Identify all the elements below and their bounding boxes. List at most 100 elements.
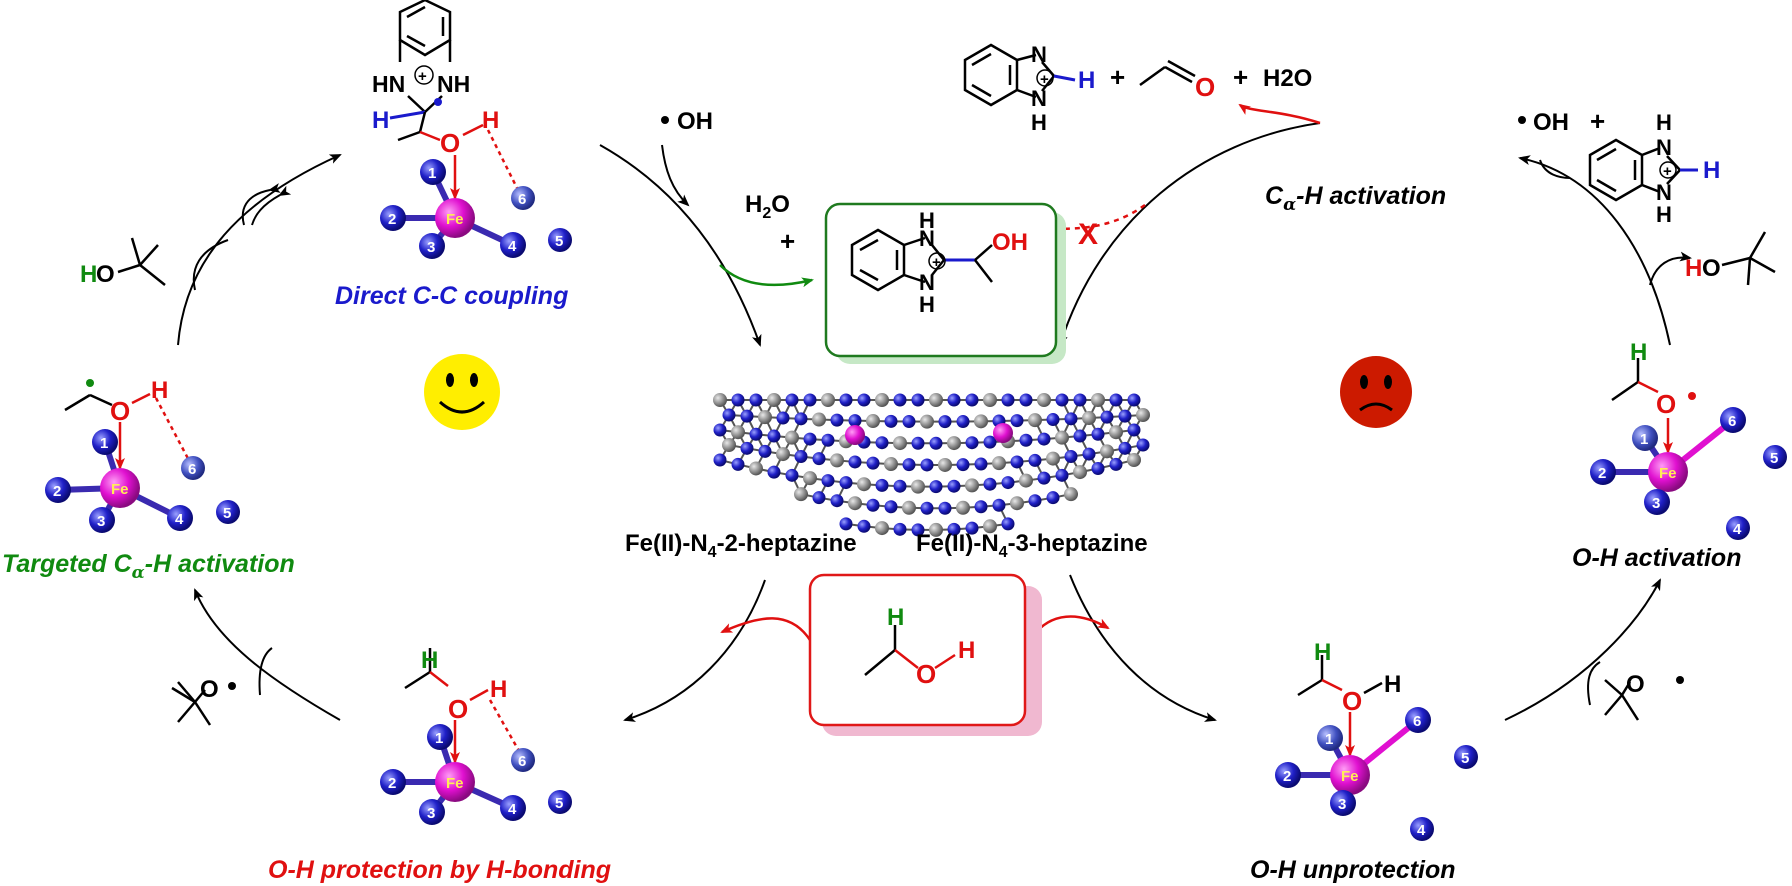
nitrogen-atom	[920, 458, 934, 472]
nitrogen-atom	[893, 479, 907, 493]
oh-radical-top: OH	[677, 108, 713, 135]
svg-text:4: 4	[508, 801, 517, 818]
carbon-atom	[866, 414, 880, 429]
carbon-atom	[947, 436, 961, 451]
right-h-green: H	[1630, 339, 1647, 366]
h-red-tbuoh: H	[1685, 255, 1702, 282]
top-hn: HN	[372, 71, 405, 97]
carbon-atom	[713, 393, 727, 407]
nitrogen-atom	[830, 494, 844, 508]
nitrogen-atom	[956, 458, 970, 472]
nitrogen-atom	[992, 498, 1006, 512]
nitrogen-atom	[857, 393, 871, 407]
svg-text:3: 3	[427, 239, 435, 256]
nitrogen-atom	[947, 522, 961, 536]
carbon-atom	[857, 477, 871, 492]
tbuo-o-right: O	[1626, 671, 1645, 698]
nitrogen-atom	[1082, 447, 1096, 461]
carbon-atom	[803, 471, 817, 486]
left-intermediate: O H	[64, 377, 168, 426]
nitrogen-atom	[1037, 471, 1051, 485]
nitrogen-atom	[902, 458, 916, 472]
svg-text:4: 4	[508, 238, 517, 255]
top-o: O	[440, 128, 460, 158]
svg-text:6: 6	[518, 753, 526, 770]
carbon-atom	[1019, 473, 1033, 488]
carbon-atom	[893, 436, 907, 451]
label-oh-protection: O-H protection by H-bonding	[268, 856, 611, 884]
carbon-atom	[1046, 451, 1060, 466]
svg-text:6: 6	[518, 191, 526, 208]
nitrogen-atom	[983, 435, 997, 449]
green-arrow	[719, 264, 814, 288]
label-direct-cc: Direct C-C coupling	[335, 282, 568, 310]
svg-text:2: 2	[1598, 465, 1606, 482]
nitrogen-atom	[803, 432, 817, 446]
h-top: H	[919, 208, 935, 233]
nitrogen-atom	[1055, 393, 1069, 407]
red-arrow-top	[1238, 103, 1321, 125]
carbon-atom	[1100, 444, 1114, 459]
nitrogen-atom	[929, 436, 943, 450]
nitrogen-atom	[731, 457, 745, 471]
charge: +	[932, 254, 941, 271]
nitrogen-atom	[785, 468, 799, 482]
nitrogen-atom	[839, 476, 853, 490]
nitrogen-atom	[767, 465, 781, 479]
fe-atom	[993, 423, 1013, 443]
svg-text:6: 6	[188, 461, 196, 478]
svg-text:5: 5	[1461, 750, 1469, 767]
side-arrows	[192, 144, 1692, 706]
carbon-atom	[1055, 430, 1069, 445]
svg-text:3: 3	[1652, 495, 1660, 512]
tbuo-o-left: O	[200, 676, 219, 703]
nitrogen-atom	[1064, 449, 1078, 463]
top-intermediate: HN NH + H O H	[372, 0, 499, 158]
carbon-atom	[821, 393, 835, 407]
red-arrow-left	[720, 617, 812, 641]
carbon-atom	[911, 479, 925, 494]
ethanol-box: H O H	[808, 573, 1042, 736]
ethanol-o: O	[916, 659, 936, 689]
carbon-atom	[1064, 487, 1078, 502]
bottom-left-molecule: H O H	[404, 647, 507, 724]
charge-br: +	[1663, 163, 1672, 180]
nitrogen-atom	[758, 444, 772, 458]
nitrogen-atom	[1010, 414, 1024, 428]
nitrogen-atom	[938, 415, 952, 429]
carbon-atom	[875, 521, 889, 536]
sad-face	[1340, 356, 1412, 428]
nitrogen-atom	[776, 411, 790, 425]
top-nh: NH	[437, 71, 470, 97]
nitrogen-atom	[947, 393, 961, 407]
carbon-atom	[929, 393, 943, 407]
carbon-atom	[830, 453, 844, 468]
nitrogen-atom	[965, 393, 979, 407]
nitrogen-atom	[857, 519, 871, 533]
svg-text:5: 5	[555, 233, 563, 250]
nitrogen-atom	[848, 414, 862, 428]
arrow-tbuoh-out	[241, 183, 281, 226]
catalyst-surface	[713, 393, 1150, 537]
carbon-atom	[731, 425, 745, 440]
svg-text:5: 5	[223, 505, 231, 522]
oh-radical-right: OH	[1533, 109, 1569, 136]
nitrogen-atom	[821, 433, 835, 447]
svg-text:Fe: Fe	[111, 481, 129, 498]
happy-face	[424, 354, 500, 430]
n-top-tr: N	[1031, 42, 1047, 67]
benzimidazolium-right: N H N H + H	[1588, 110, 1720, 227]
tbuoh-left: H O	[80, 237, 166, 288]
nitrogen-atom	[902, 415, 916, 429]
h-green-tbuoh: H	[80, 261, 97, 288]
carbon-atom	[848, 496, 862, 511]
nitrogen-atom	[947, 479, 961, 493]
bl-h-red: H	[490, 676, 507, 703]
nitrogen-atom	[812, 491, 826, 505]
top-charge: +	[418, 68, 427, 85]
nitrogen-atom	[749, 427, 763, 441]
